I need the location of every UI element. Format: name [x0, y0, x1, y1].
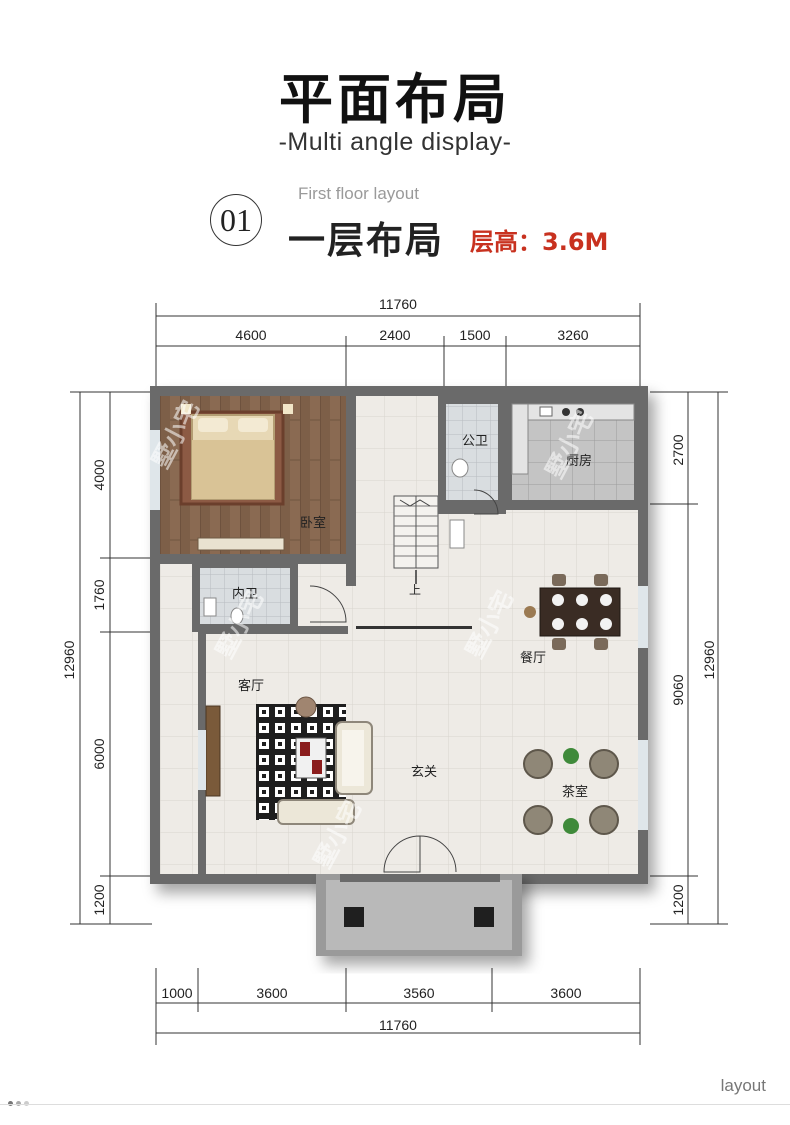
dim-left-seg-2: 1760 [91, 579, 107, 610]
room-label-public-bath: 公卫 [462, 433, 488, 448]
stove-icon [576, 408, 584, 416]
pagination-dot [16, 1101, 21, 1106]
dim-right-seg-1: 2700 [670, 434, 686, 465]
entrance-door-swing [383, 835, 421, 873]
pagination-dot [24, 1101, 29, 1106]
washbasin [203, 597, 217, 617]
room-label-tea-room: 茶室 [562, 784, 588, 799]
room-label-dining: 餐厅 [520, 650, 546, 665]
kitchen-counter [511, 403, 529, 475]
window [150, 430, 160, 510]
tea-chair [589, 749, 619, 779]
public-bath-floor [446, 404, 498, 500]
porch-column [344, 907, 364, 927]
plant-icon [563, 818, 579, 834]
dim-top-seg-4: 3260 [557, 327, 588, 343]
dining-chair [552, 638, 566, 650]
dining-chair [594, 638, 608, 650]
dim-right-total: 12960 [701, 640, 717, 679]
dimension-bottom [155, 968, 641, 1045]
page-title: 平面布局 [279, 68, 511, 131]
dim-left-total: 12960 [61, 640, 77, 679]
dimension-left [70, 391, 152, 925]
stove-icon [562, 408, 570, 416]
dining-set [524, 574, 621, 650]
dining-chair [594, 574, 608, 586]
door-swing [473, 489, 499, 515]
tea-room-set [523, 748, 619, 835]
window [198, 730, 206, 790]
dim-bottom-seg-1: 1000 [161, 985, 192, 1001]
bedroom-tv-stand [197, 537, 285, 551]
dim-bottom-seg-3: 3560 [403, 985, 434, 1001]
armchair [295, 696, 317, 718]
room-label-inner-bath: 内卫 [232, 586, 258, 601]
dining-chair [552, 574, 566, 586]
dim-bottom-total: 11760 [379, 1017, 417, 1033]
staircase [393, 495, 439, 584]
dim-right-seg-3: 1200 [670, 884, 686, 915]
living-room-set [205, 696, 373, 825]
room-label-living: 客厅 [238, 678, 264, 693]
sofa [277, 799, 355, 825]
pagination-dot [8, 1101, 13, 1106]
dim-top-total: 11760 [379, 296, 417, 312]
footer-divider [0, 1104, 790, 1105]
room-label-bedroom: 卧室 [300, 515, 326, 530]
tea-chair [523, 749, 553, 779]
building: 卧室 内卫 上 公卫 [150, 386, 648, 956]
dimension-top [155, 303, 641, 388]
tea-chair [589, 805, 619, 835]
washbasin [449, 519, 465, 549]
toilet [451, 458, 469, 478]
window [638, 586, 648, 648]
dim-left-seg-4: 1200 [91, 884, 107, 915]
entrance-door-swing [419, 835, 457, 873]
dim-left-seg-3: 6000 [91, 738, 107, 769]
section-number-badge: 01 [210, 194, 262, 246]
plant-icon [524, 606, 536, 618]
room-label-entrance: 玄关 [411, 764, 437, 779]
tv-cabinet [205, 705, 221, 797]
floor-height-label: 层高：3.6M [470, 228, 609, 256]
pagination-dots [8, 1093, 32, 1111]
door-swing [309, 585, 347, 623]
sink-icon [539, 406, 553, 417]
plant-icon [563, 748, 579, 764]
tea-chair [523, 805, 553, 835]
dim-bottom-seg-4: 3600 [550, 985, 581, 1001]
dim-left-seg-1: 4000 [91, 459, 107, 490]
window [638, 740, 648, 830]
dim-top-seg-1: 4600 [235, 327, 266, 343]
dim-right-seg-2: 9060 [670, 674, 686, 705]
dim-top-seg-2: 2400 [379, 327, 410, 343]
dim-top-seg-3: 1500 [459, 327, 490, 343]
footer-label: layout [720, 1076, 766, 1095]
page-subtitle: -Multi angle display- [278, 128, 512, 156]
dim-bottom-seg-2: 3600 [256, 985, 287, 1001]
porch-column [474, 907, 494, 927]
section-title-cn: 一层布局 [288, 219, 444, 262]
toilet [230, 607, 244, 625]
stairs-up-label: 上 [409, 583, 421, 597]
room-label-kitchen: 厨房 [566, 453, 592, 468]
section-title-en: First floor layout [298, 184, 419, 203]
dimension-right [650, 391, 728, 925]
